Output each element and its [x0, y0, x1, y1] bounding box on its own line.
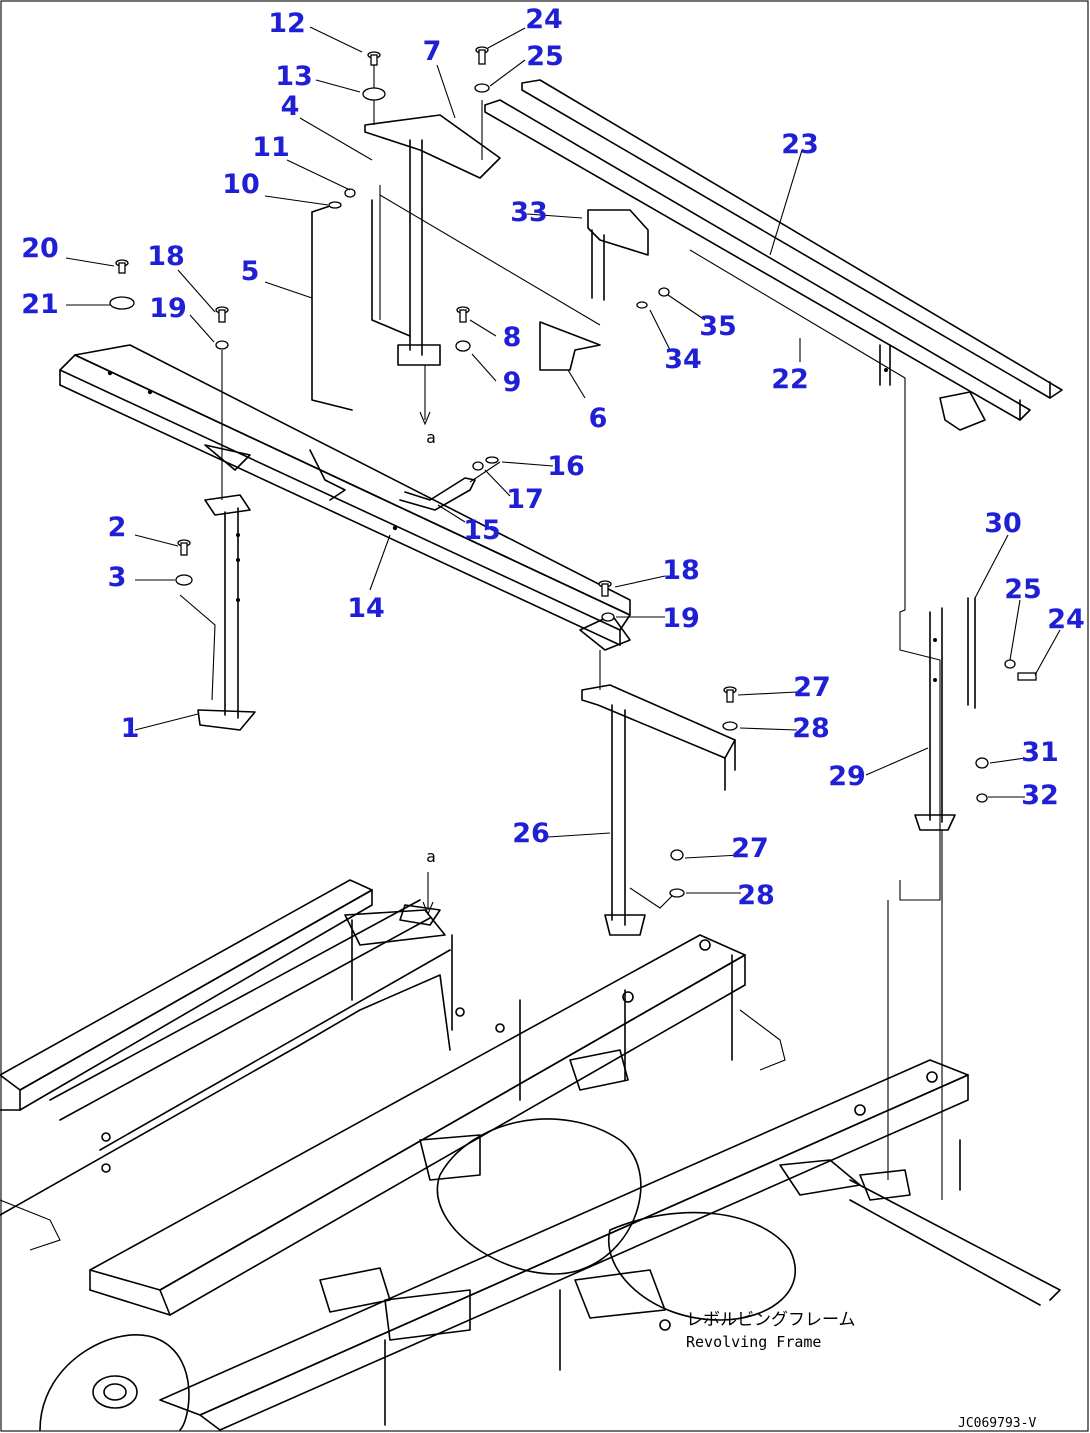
- callout-22: 22: [771, 364, 809, 395]
- callout-3: 3: [108, 562, 127, 593]
- callout-25: 25: [526, 41, 564, 72]
- callout-24: 24: [1047, 604, 1085, 635]
- callout-27: 27: [731, 833, 769, 864]
- top-rail: [484, 79, 1063, 431]
- upper-bracket-post: [364, 58, 501, 426]
- cross-beam: [59, 344, 631, 651]
- callout-16: 16: [547, 451, 585, 482]
- callout-21: 21: [21, 289, 59, 320]
- callout-5: 5: [241, 256, 260, 287]
- callout-31: 31: [1021, 737, 1059, 768]
- callout-29: 29: [828, 761, 866, 792]
- callout-11: 11: [252, 132, 290, 163]
- callout-23: 23: [781, 129, 819, 160]
- view-mark-a: a: [426, 428, 436, 447]
- frame-label-jp: レボルビングフレーム: [686, 1310, 856, 1330]
- callout-33: 33: [510, 197, 548, 228]
- callout-19: 19: [149, 293, 187, 324]
- callout-10: 10: [222, 169, 260, 200]
- callout-17: 17: [506, 484, 544, 515]
- drawing-code: JC069793-V: [958, 1416, 1036, 1431]
- fasteners: [109, 46, 1037, 898]
- leader-lines: [65, 26, 1061, 894]
- view-mark-a: a: [426, 847, 436, 866]
- center-leg: [581, 650, 736, 936]
- left-leg: [179, 350, 256, 731]
- callout-13: 13: [275, 61, 313, 92]
- callout-24: 24: [525, 4, 563, 35]
- callout-14: 14: [347, 593, 385, 624]
- callout-8: 8: [503, 322, 522, 353]
- callout-numbers: 1234567891011121314151617181920212223242…: [21, 4, 1085, 911]
- callout-9: 9: [503, 367, 522, 398]
- callout-6: 6: [589, 403, 608, 434]
- callout-4: 4: [281, 91, 300, 122]
- callout-18: 18: [147, 241, 185, 272]
- callout-15: 15: [463, 515, 501, 546]
- callout-20: 20: [21, 233, 59, 264]
- callout-19: 19: [662, 603, 700, 634]
- callout-28: 28: [737, 880, 775, 911]
- callout-12: 12: [268, 8, 306, 39]
- rail-bracket: [587, 209, 649, 301]
- callout-30: 30: [984, 508, 1022, 539]
- right-post: [887, 597, 976, 1200]
- callout-2: 2: [108, 512, 127, 543]
- callout-34: 34: [664, 344, 702, 375]
- revolving-frame: [0, 368, 1061, 1431]
- callout-7: 7: [423, 36, 442, 67]
- frame-label-en: Revolving Frame: [686, 1333, 821, 1351]
- callout-35: 35: [699, 311, 737, 342]
- gusset-plate: [379, 194, 601, 371]
- callout-32: 32: [1021, 780, 1059, 811]
- callout-26: 26: [512, 818, 550, 849]
- callout-18: 18: [662, 555, 700, 586]
- side-panel-outline: [689, 249, 941, 901]
- link-arm: [309, 449, 501, 511]
- view-marks: aa: [426, 428, 436, 866]
- callout-25: 25: [1004, 574, 1042, 605]
- callout-28: 28: [792, 713, 830, 744]
- cover-plate: [311, 199, 411, 411]
- callout-1: 1: [121, 713, 140, 744]
- callout-27: 27: [793, 672, 831, 703]
